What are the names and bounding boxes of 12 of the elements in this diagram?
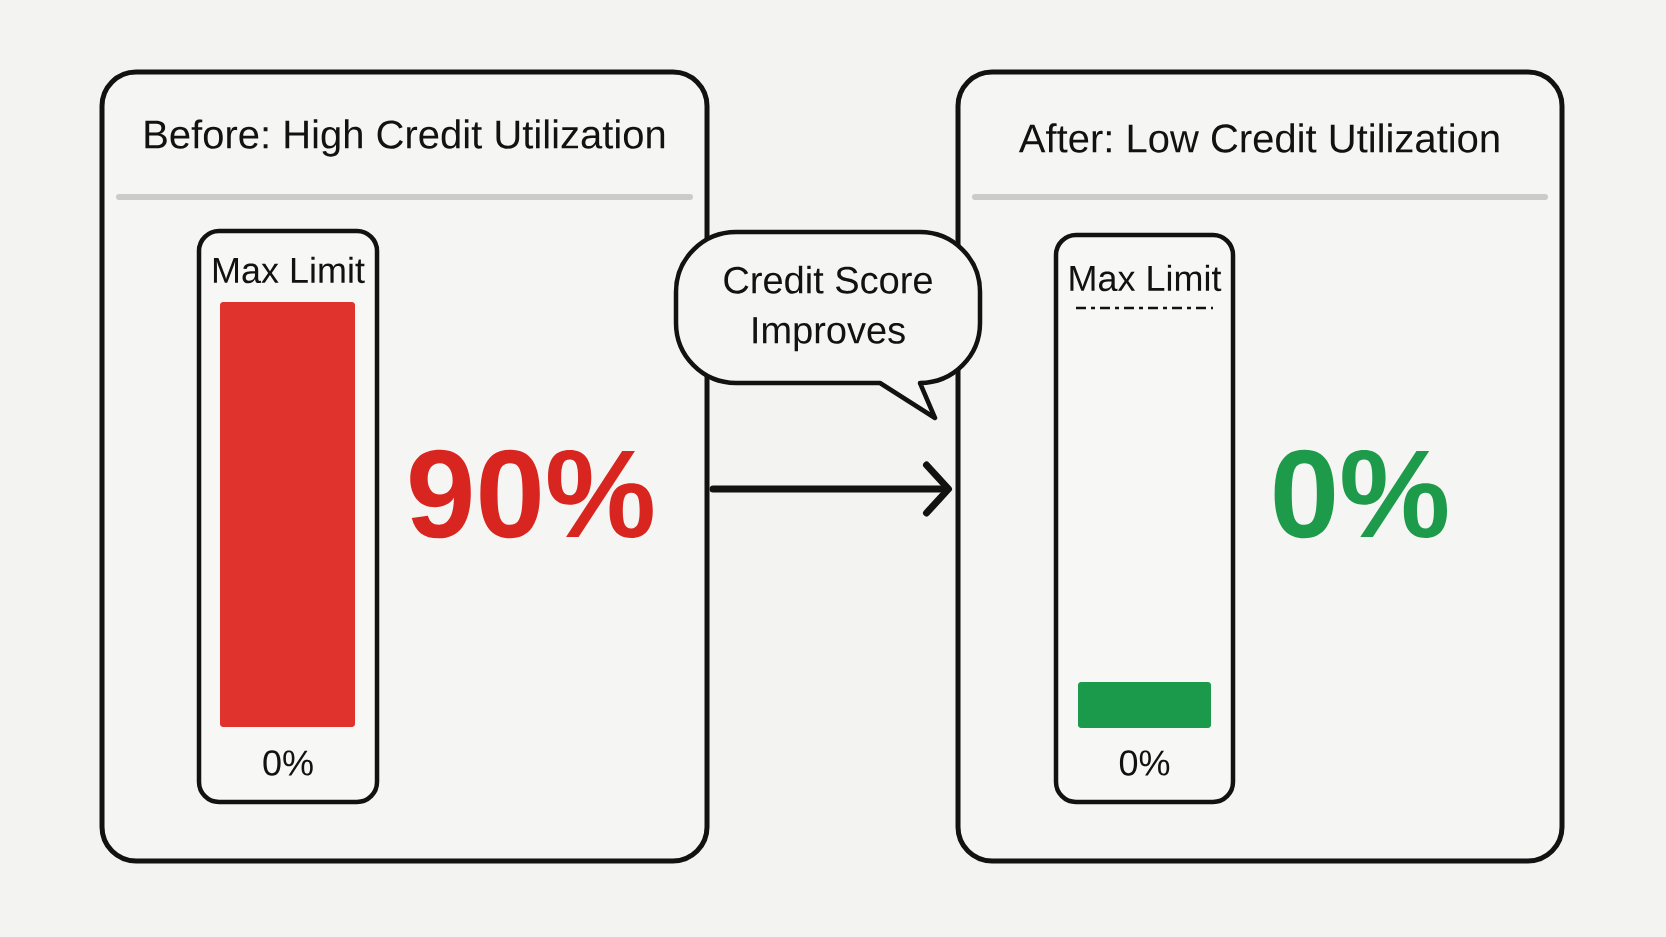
percentage-value: 90%: [410, 449, 653, 539]
speech-bubble: Credit Score Improves: [673, 229, 983, 421]
percentage-value: 0%: [1274, 449, 1447, 539]
scale-label: Max Limit: [1070, 264, 1222, 292]
arrow: [709, 461, 952, 517]
panel-heading: Before: High Credit Utilization: [145, 119, 665, 157]
scale-label: 0%: [1119, 750, 1170, 776]
fill-bar: [220, 302, 355, 727]
scale-label: 0%: [263, 750, 313, 776]
scale-label: Max Limit: [213, 256, 365, 284]
panel-heading: After: Low Credit Utilization: [1018, 123, 1499, 153]
fill-bar: [1078, 682, 1211, 728]
